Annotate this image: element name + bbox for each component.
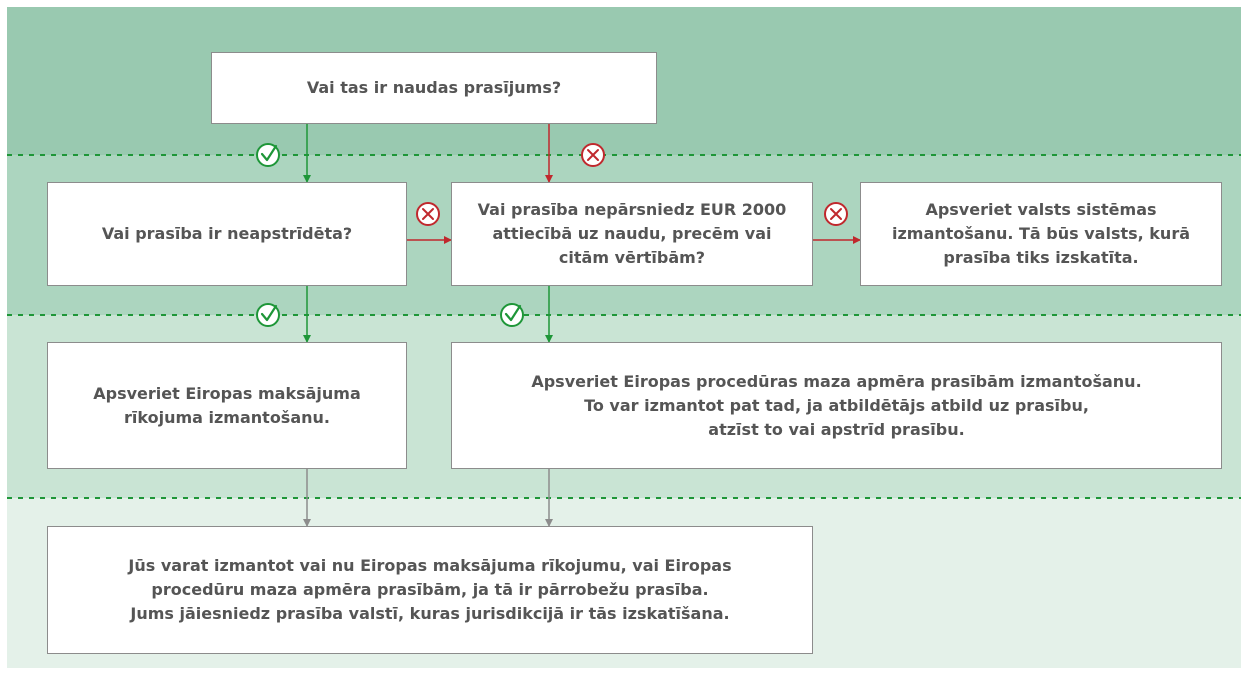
node-small-claims: Apsveriet Eiropas procedūras maza apmēra… bbox=[451, 342, 1222, 469]
node-threshold-text: Vai prasība nepārsniedz EUR 2000 attiecī… bbox=[477, 200, 787, 267]
node-uncontested: Vai prasība ir neapstrīdēta? bbox=[47, 182, 407, 286]
node-uncontested-text: Vai prasība ir neapstrīdēta? bbox=[101, 224, 353, 243]
x-circle-icon bbox=[416, 202, 440, 226]
x-circle-icon bbox=[581, 143, 605, 167]
node-money-claim-text: Vai tas ir naudas prasījums? bbox=[306, 78, 562, 97]
node-payment-order: Apsveriet Eiropas maksājuma rīkojuma izm… bbox=[47, 342, 407, 469]
node-small-claims-text: Apsveriet Eiropas procedūras maza apmēra… bbox=[531, 371, 1142, 439]
node-money-claim: Vai tas ir naudas prasījums? bbox=[211, 52, 657, 124]
node-threshold: Vai prasība nepārsniedz EUR 2000 attiecī… bbox=[451, 182, 813, 286]
check-circle-icon bbox=[256, 143, 280, 167]
node-payment-order-text: Apsveriet Eiropas maksājuma rīkojuma izm… bbox=[93, 383, 361, 427]
node-national-system: Apsveriet valsts sistēmas izmantošanu. T… bbox=[860, 182, 1222, 286]
check-circle-icon bbox=[256, 303, 280, 327]
x-circle-icon bbox=[824, 202, 848, 226]
node-final-advice: Jūs varat izmantot vai nu Eiropas maksāj… bbox=[47, 526, 813, 654]
node-national-system-text: Apsveriet valsts sistēmas izmantošanu. T… bbox=[891, 200, 1191, 267]
node-final-advice-text: Jūs varat izmantot vai nu Eiropas maksāj… bbox=[128, 556, 732, 623]
check-circle-icon bbox=[500, 303, 524, 327]
